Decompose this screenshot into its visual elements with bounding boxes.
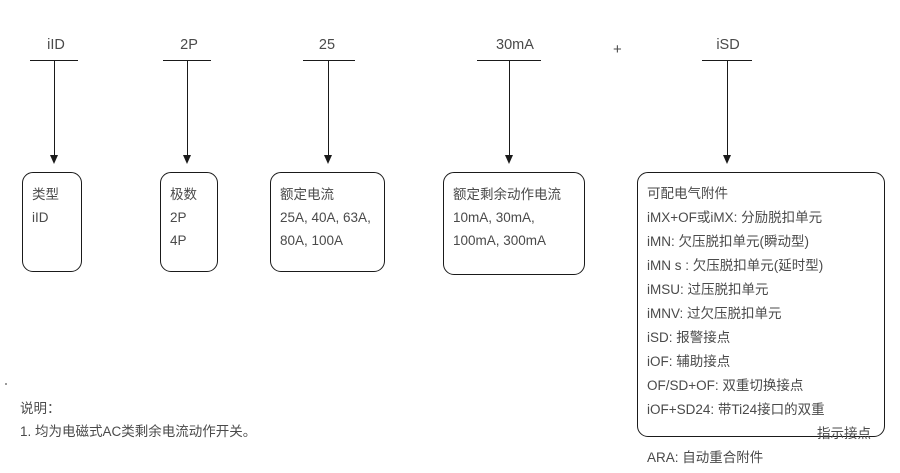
footnote-heading: 说明： [20, 401, 61, 416]
box-line: iOF: 辅助接点 [647, 354, 731, 369]
box-line: iMN s : 欠压脱扣单元(延时型) [647, 258, 824, 273]
description-box-rated-current: 额定电流 25A, 40A, 63A, 80A, 100A [270, 172, 385, 272]
arrow-stem-accessories [727, 61, 728, 157]
description-box-accessories: 可配电气附件 iMX+OF或iMX: 分励脱扣单元 iMN: 欠压脱扣单元(瞬动… [637, 172, 885, 465]
description-box-residual-current: 额定剩余动作电流 10mA, 30mA, 100mA, 300mA [443, 172, 585, 275]
arrow-head-iid [49, 155, 58, 164]
segment-label-accessories: iSD [716, 37, 740, 53]
arrow-head-poles [182, 155, 191, 164]
box-line: iOF+SD24: 带Ti24接口的双重 [647, 402, 825, 417]
box-line: iID [32, 210, 49, 225]
box-line: iSD: 报警接点 [647, 330, 731, 345]
arrow-stem-iid [54, 61, 55, 157]
box-line: iMSU: 过压脱扣单元 [647, 282, 769, 297]
box-line: 可配电气附件 [647, 186, 728, 201]
box-line: 额定剩余动作电流 [453, 187, 561, 202]
box-line: iMN: 欠压脱扣单元(瞬动型) [647, 234, 809, 249]
stray-mark [5, 383, 7, 385]
arrow-head-rated-current [323, 155, 332, 164]
arrow-stem-rated-current [328, 61, 329, 157]
box-line: 极数 [170, 187, 197, 202]
arrow-head-residual-current [504, 155, 513, 164]
segment-underline-accessories [702, 60, 752, 61]
description-box-type: 类型 iID [22, 172, 82, 272]
segment-label-poles: 2P [180, 37, 198, 53]
box-line: ARA: 自动重合附件 [647, 450, 764, 465]
segment-underline-iid [30, 60, 78, 61]
box-line: 4P [170, 233, 187, 248]
plus-separator: + [613, 41, 622, 58]
box-line: OF/SD+OF: 双重切换接点 [647, 378, 804, 393]
box-line: iMNV: 过欠压脱扣单元 [647, 306, 782, 321]
box-line: 80A, 100A [280, 233, 344, 248]
segment-label-residual-current: 30mA [496, 37, 534, 53]
box-line: iMX+OF或iMX: 分励脱扣单元 [647, 210, 823, 225]
segment-underline-rated-current [303, 60, 355, 61]
box-line: 10mA, 30mA, [453, 210, 535, 225]
segment-underline-residual-current [477, 60, 541, 61]
arrow-stem-poles [187, 61, 188, 157]
box-line: 指示接点 [817, 426, 871, 441]
box-line: 类型 [32, 187, 59, 202]
arrow-head-accessories [722, 155, 731, 164]
segment-label-iid: iID [47, 37, 65, 53]
box-line: 25A, 40A, 63A, [280, 210, 371, 225]
box-line: 100mA, 300mA [453, 233, 547, 248]
segment-underline-poles [163, 60, 211, 61]
segment-label-rated-current: 25 [318, 37, 336, 53]
arrow-stem-residual-current [509, 61, 510, 157]
description-box-poles: 极数 2P 4P [160, 172, 218, 272]
box-line: 额定电流 [280, 187, 334, 202]
footnote-item: 1. 均为电磁式AC类剩余电流动作开关。 [20, 424, 257, 439]
box-line: 2P [170, 210, 187, 225]
